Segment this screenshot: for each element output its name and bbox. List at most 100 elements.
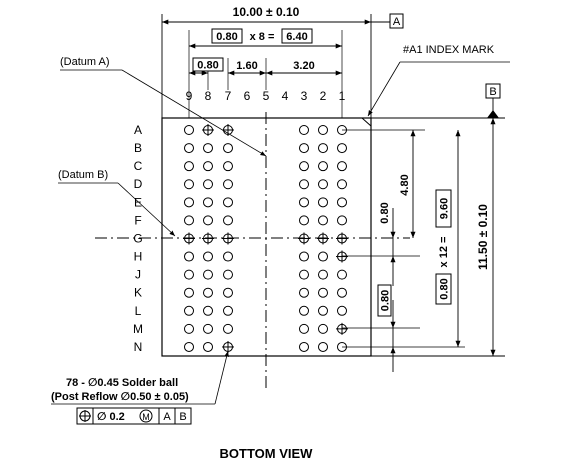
column-label-8: 8 [205, 89, 212, 103]
solder-ball-E1 [337, 197, 347, 208]
gap-label: 1.60 [236, 60, 257, 72]
column-label-9: 9 [186, 89, 193, 103]
solder-ball-H1 [336, 250, 348, 263]
solder-ball-J9 [184, 269, 194, 280]
solder-ball-L9 [184, 305, 194, 316]
solder-ball-B9 [184, 143, 194, 154]
solder-ball-K1 [337, 287, 347, 298]
solder-ball-K8 [203, 287, 213, 298]
solder-ball-E7 [223, 197, 233, 208]
row-label-M: M [133, 322, 143, 336]
column-label-6: 6 [244, 89, 251, 103]
solder-ball-A1 [337, 125, 347, 135]
column-label-7: 7 [225, 89, 232, 103]
solder-ball-G7 [222, 232, 234, 245]
row-label-G: G [133, 231, 142, 245]
solder-ball-D8 [203, 179, 213, 190]
solder-ball-C9 [184, 161, 194, 172]
row-label-C: C [134, 159, 143, 173]
solder-ball-M3 [299, 323, 309, 334]
solder-ball-F1 [337, 215, 347, 226]
solder-ball-H2 [318, 251, 328, 262]
column-label-4: 4 [282, 89, 289, 103]
dim-080b-label: 0.80 [380, 290, 392, 311]
row-label-B: B [134, 141, 142, 155]
solder-ball-K3 [299, 287, 309, 298]
solder-ball-B3 [299, 143, 309, 154]
solder-ball-E3 [299, 197, 309, 208]
datum-b-tag: B [489, 86, 496, 98]
datum-a-leader [121, 69, 267, 157]
half-label: 3.20 [293, 60, 314, 72]
height-total-label: 11.50 ± 0.10 [476, 204, 490, 270]
solder-ball-E2 [318, 197, 328, 208]
solder-ball-G2 [317, 232, 329, 245]
width-total-label: 10.00 ± 0.10 [233, 5, 300, 19]
solder-ball-spec-line2: (Post Reflow ∅0.50 ± 0.05) [51, 391, 189, 403]
solder-ball-B2 [318, 143, 328, 154]
dim-080-label: 0.80 [379, 202, 391, 223]
vert-pitch-box-label: 0.80 [439, 278, 451, 299]
solder-ball-L8 [203, 305, 213, 316]
datum-a-callout: (Datum A) [60, 56, 110, 68]
solder-ball-G3 [298, 232, 310, 245]
solder-ball-M7 [223, 323, 233, 334]
solder-ball-leader [214, 350, 229, 405]
datum-a-box [389, 13, 404, 29]
solder-ball-A3 [299, 125, 309, 135]
solder-ball-F2 [318, 215, 328, 226]
solder-ball-M9 [184, 323, 194, 334]
column-label-2: 2 [320, 89, 327, 103]
row-label-N: N [134, 340, 143, 354]
solder-ball-J7 [223, 269, 233, 280]
solder-ball-A2 [318, 125, 328, 135]
column-label-1: 1 [339, 89, 346, 103]
dim-480-label: 4.80 [399, 174, 411, 195]
row-label-F: F [134, 213, 141, 227]
row-label-J: J [135, 268, 141, 282]
solder-ball-C2 [318, 161, 328, 172]
datum-b-callout: (Datum B) [58, 169, 108, 181]
solder-ball-B1 [337, 143, 347, 154]
row-label-E: E [134, 195, 142, 209]
solder-ball-M2 [318, 323, 328, 334]
vert-times12-label: x 12 = [438, 237, 450, 268]
column-label-3: 3 [301, 89, 308, 103]
solder-ball-K7 [223, 287, 233, 298]
solder-ball-F9 [184, 215, 194, 226]
solder-ball-N3 [299, 341, 309, 352]
solder-ball-H8 [203, 251, 213, 262]
fcf-a: A [163, 411, 171, 423]
solder-ball-D9 [184, 179, 194, 190]
index-mark-leader [367, 61, 401, 117]
row-label-D: D [134, 177, 143, 191]
fcf-tolerance: ∅ 0.2 [97, 411, 125, 423]
solder-ball-E9 [184, 197, 194, 208]
solder-ball-D1 [337, 179, 347, 190]
solder-ball-L2 [318, 305, 328, 316]
index-mark-label: #A1 INDEX MARK [403, 44, 495, 56]
solder-ball-K9 [184, 287, 194, 298]
solder-ball-C3 [299, 161, 309, 172]
solder-ball-D7 [223, 179, 233, 190]
solder-ball-M1 [336, 322, 348, 335]
datum-a-tag: A [393, 16, 401, 28]
solder-ball-N1 [337, 341, 347, 352]
row-label-L: L [135, 304, 142, 318]
solder-ball-C7 [223, 161, 233, 172]
solder-ball-L3 [299, 305, 309, 316]
solder-ball-B7 [223, 143, 233, 154]
solder-ball-H7 [223, 251, 233, 262]
solder-ball-G1 [336, 232, 348, 245]
feature-control-frame: ∅ 0.2 M A B [76, 407, 192, 425]
solder-ball-F8 [203, 215, 213, 226]
solder-ball-K2 [318, 287, 328, 298]
solder-ball-L1 [337, 305, 347, 316]
solder-ball-C8 [203, 161, 213, 172]
datum-b-leader [117, 182, 176, 237]
fcf-b: B [179, 411, 186, 423]
solder-ball-J8 [203, 269, 213, 280]
fcf-m: M [142, 412, 150, 422]
solder-ball-L7 [223, 305, 233, 316]
